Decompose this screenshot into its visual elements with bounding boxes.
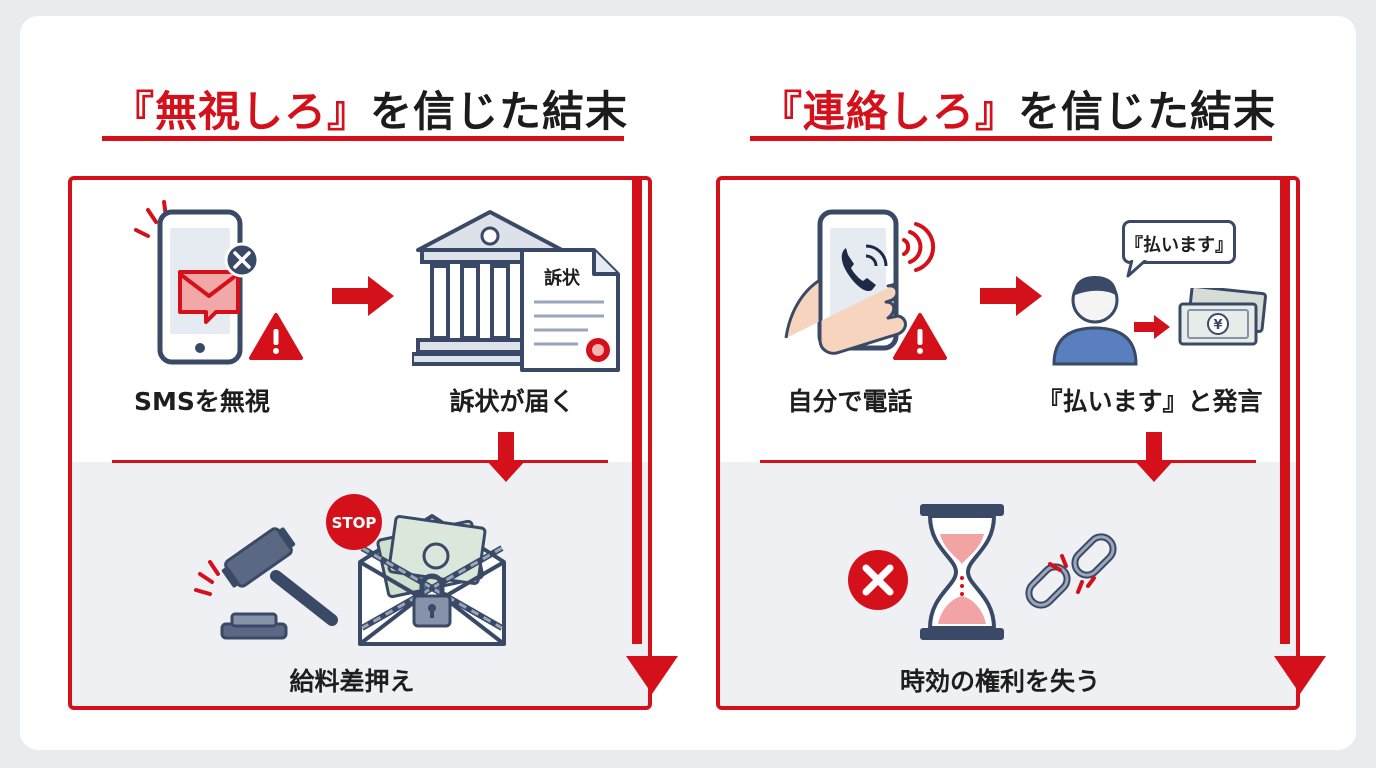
left-title-highlight: 無視しろ xyxy=(154,87,327,136)
right-title-underline xyxy=(750,136,1272,141)
right-title-rest: を信じた結末 xyxy=(1018,87,1277,136)
flow-arrow-down-icon xyxy=(486,432,526,482)
left-title-underline xyxy=(102,136,624,141)
stop-badge-icon: STOP xyxy=(326,494,382,550)
left-title-quote-close: 』 xyxy=(327,87,371,136)
left-step1-label: SMSを無視 xyxy=(134,387,270,416)
right-divider xyxy=(760,460,1256,463)
broken-chain-icon xyxy=(1025,533,1117,609)
right-title: 『連絡しろ』を信じた結末 xyxy=(698,78,1338,139)
person-icon xyxy=(1052,276,1138,366)
warning-icon xyxy=(249,313,303,360)
flow-arrow-right-icon xyxy=(332,276,394,316)
right-main-arrow-icon xyxy=(1280,180,1290,644)
svg-text:¥: ¥ xyxy=(1213,318,1222,333)
speech-bubble-text: 『払います』 xyxy=(1125,235,1233,256)
hourglass-icon xyxy=(920,504,1004,640)
cross-icon xyxy=(848,550,908,610)
infographic-card: 『無視しろ』を信じた結末 xyxy=(20,16,1356,750)
small-arrow-right-icon xyxy=(1134,315,1170,339)
stop-label: STOP xyxy=(332,514,377,532)
right-flow-frame: 『払います』 ¥ 自分で電話 『払います』と発言 xyxy=(716,176,1300,710)
right-result-area xyxy=(720,462,1296,706)
left-panel: 『無視しろ』を信じた結末 xyxy=(50,16,690,750)
left-main-arrowhead-icon xyxy=(626,656,678,694)
left-result-label: 給料差押え xyxy=(289,667,415,696)
right-title-quote-open: 『 xyxy=(759,87,803,136)
gavel-icon xyxy=(194,527,338,640)
left-flow-frame: 訴状 SMSを無視 訴状が届く xyxy=(68,176,652,710)
left-step2-label: 訴状が届く xyxy=(449,387,575,416)
right-step1-label: 自分で電話 xyxy=(787,387,913,416)
right-title-highlight: 連絡しろ xyxy=(802,87,975,136)
flow-arrow-right-icon xyxy=(980,276,1042,316)
phone-call-icon xyxy=(784,209,936,355)
left-title: 『無視しろ』を信じた結末 xyxy=(50,78,690,139)
document-icon: 訴状 xyxy=(520,248,620,372)
speech-bubble-tail-icon xyxy=(1126,260,1147,278)
left-divider xyxy=(112,460,608,463)
right-panel: 『連絡しろ』を信じた結末 xyxy=(698,16,1338,750)
smartphone-sms-icon xyxy=(134,200,260,365)
right-result-label: 時効の権利を失う xyxy=(899,667,1100,696)
warning-icon xyxy=(893,313,947,360)
left-title-quote-open: 『 xyxy=(111,87,155,136)
flow-arrow-down-icon xyxy=(1134,432,1174,482)
left-title-rest: を信じた結末 xyxy=(370,87,629,136)
yen-bill-icon: ¥ xyxy=(1178,288,1267,346)
left-main-arrow-icon xyxy=(632,180,642,644)
right-step2-label: 『払います』と発言 xyxy=(1037,387,1263,416)
document-label: 訴状 xyxy=(544,267,581,289)
speech-bubble: 『払います』 xyxy=(1122,220,1236,264)
right-title-quote-close: 』 xyxy=(975,87,1019,136)
chained-envelope-icon xyxy=(358,514,506,646)
right-main-arrowhead-icon xyxy=(1274,656,1326,694)
